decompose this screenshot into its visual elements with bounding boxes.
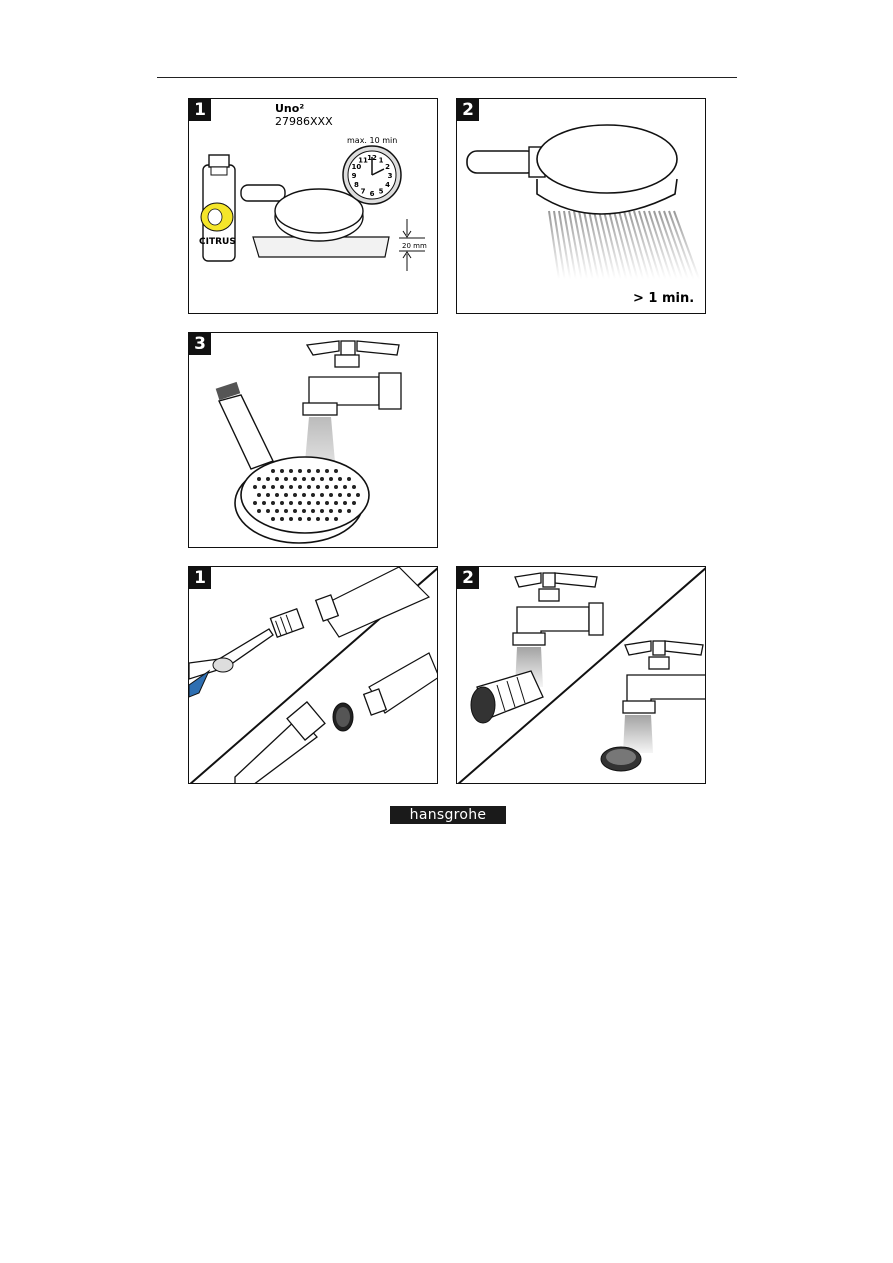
bottle-label: CITRUS <box>199 237 236 247</box>
product-name: Uno² <box>275 102 304 115</box>
clock-number: 2 <box>385 163 390 171</box>
clock-number: 8 <box>354 181 359 189</box>
clock-number: 6 <box>370 190 375 198</box>
clock-number: 5 <box>379 188 384 196</box>
step-number: 2 <box>457 567 479 589</box>
shower-handle <box>240 184 286 202</box>
header-rule <box>157 77 737 78</box>
instruction-panel-filter-removal: 1 <box>188 566 438 784</box>
step-number: 3 <box>189 333 211 355</box>
shower-handle <box>466 150 538 174</box>
instruction-panel-faucet-rinse: 3 <box>188 332 438 548</box>
clock-number: 4 <box>385 181 390 189</box>
instruction-panel-soak: 1 Uno² 27986XXX CITRUS max. 10 min 12123… <box>188 98 438 314</box>
clock-number: 11 <box>358 156 368 164</box>
duration-label: > 1 min. <box>633 291 694 306</box>
hose-threaded-end <box>234 716 318 783</box>
pliers <box>189 628 274 698</box>
faucet-rinse-illustration <box>215 340 402 544</box>
clock-number: 3 <box>388 172 393 180</box>
filter-removal-illustration <box>189 567 437 783</box>
faucet <box>302 340 402 416</box>
instruction-panel-filter-rinse: 2 <box>456 566 706 784</box>
filter-cartridge <box>470 670 544 724</box>
brand-logo: hansgrohe <box>390 806 506 824</box>
depth-label: 20 mm <box>402 242 427 250</box>
faucet-upper <box>512 572 604 646</box>
water-spray <box>548 210 700 280</box>
shower-hose <box>218 394 274 470</box>
step-number: 2 <box>457 99 479 121</box>
soak-illustration: Uno² 27986XXX CITRUS max. 10 min 1212345… <box>199 102 427 271</box>
clock-number: 7 <box>361 188 366 196</box>
faucet-lower <box>622 640 705 714</box>
product-code: 27986XXX <box>275 115 333 128</box>
hose-upper <box>318 567 431 638</box>
step-number: 1 <box>189 567 211 589</box>
instruction-panel-rinse: 2 > 1 min. <box>456 98 706 314</box>
rinse-illustration: > 1 min. <box>466 124 700 306</box>
filter-rinse-illustration <box>457 567 705 783</box>
timer-label: max. 10 min <box>347 136 397 145</box>
divider-diagonal <box>457 567 705 783</box>
citrus-bottle: CITRUS <box>199 154 236 262</box>
timer-clock: max. 10 min 121234567891011 <box>342 136 402 205</box>
hose-filter <box>269 607 305 639</box>
depth-marker: 20 mm <box>399 219 427 271</box>
clock-number: 9 <box>352 172 357 180</box>
step-number: 1 <box>189 99 211 121</box>
clock-number: 10 <box>352 163 362 171</box>
clock-number: 1 <box>379 156 384 164</box>
